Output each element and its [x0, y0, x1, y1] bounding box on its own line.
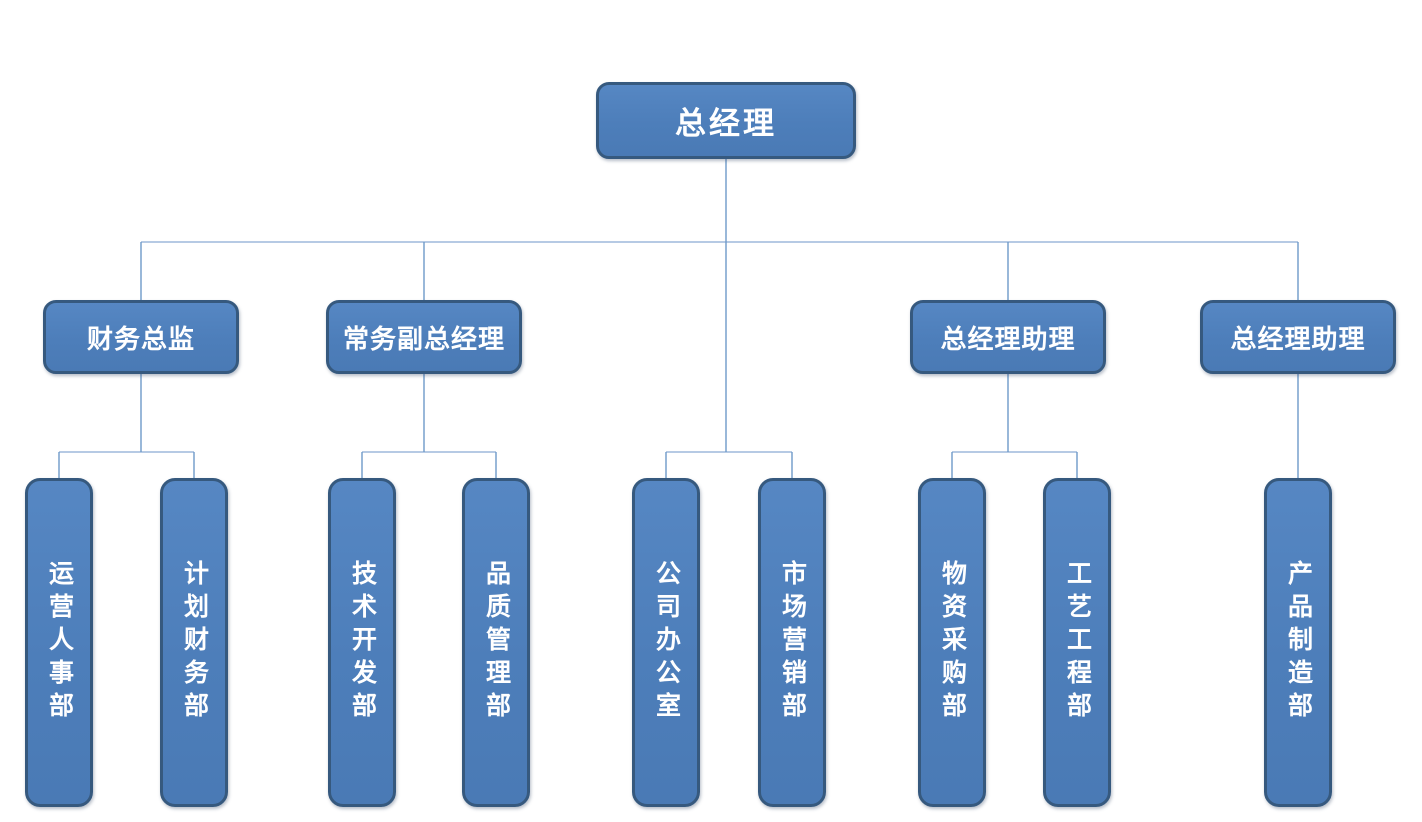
org-node-label: 技术开发部 — [348, 560, 376, 725]
org-node-dept-materials-procurement: 物资采购部 — [918, 478, 986, 807]
org-node-label: 总经理助理 — [1230, 324, 1366, 354]
connector-horizontal-lines — [59, 241, 1298, 453]
org-node-gm-assistant-1: 总经理助理 — [910, 300, 1106, 374]
org-node-dept-tech-development: 技术开发部 — [328, 478, 396, 807]
org-node-dept-process-engineering: 工艺工程部 — [1043, 478, 1111, 807]
org-node-label: 工艺工程部 — [1063, 560, 1091, 725]
org-node-executive-deputy-gm: 常务副总经理 — [326, 300, 522, 374]
org-node-dept-operations-hr: 运营人事部 — [25, 478, 93, 807]
org-node-label: 总经理 — [675, 106, 777, 141]
org-node-general-manager: 总经理 — [596, 82, 856, 159]
org-node-label: 市场营销部 — [778, 560, 806, 725]
org-node-label: 公司办公室 — [652, 560, 680, 725]
org-node-gm-assistant-2: 总经理助理 — [1200, 300, 1396, 374]
org-node-label: 常务副总经理 — [342, 324, 505, 354]
connector-vertical-lines — [58, 159, 1299, 478]
org-node-dept-planning-finance: 计划财务部 — [160, 478, 228, 807]
org-node-label: 财务总监 — [86, 324, 195, 354]
org-node-label: 计划财务部 — [180, 560, 208, 725]
org-node-label: 总经理助理 — [940, 324, 1076, 354]
org-node-dept-quality-management: 品质管理部 — [462, 478, 530, 807]
org-node-label: 运营人事部 — [45, 560, 73, 725]
org-node-label: 品质管理部 — [482, 560, 510, 725]
org-node-dept-product-manufacturing: 产品制造部 — [1264, 478, 1332, 807]
org-node-dept-marketing: 市场营销部 — [758, 478, 826, 807]
org-node-label: 产品制造部 — [1284, 560, 1312, 725]
org-node-dept-company-office: 公司办公室 — [632, 478, 700, 807]
org-node-finance-director: 财务总监 — [43, 300, 239, 374]
org-node-label: 物资采购部 — [938, 560, 966, 725]
